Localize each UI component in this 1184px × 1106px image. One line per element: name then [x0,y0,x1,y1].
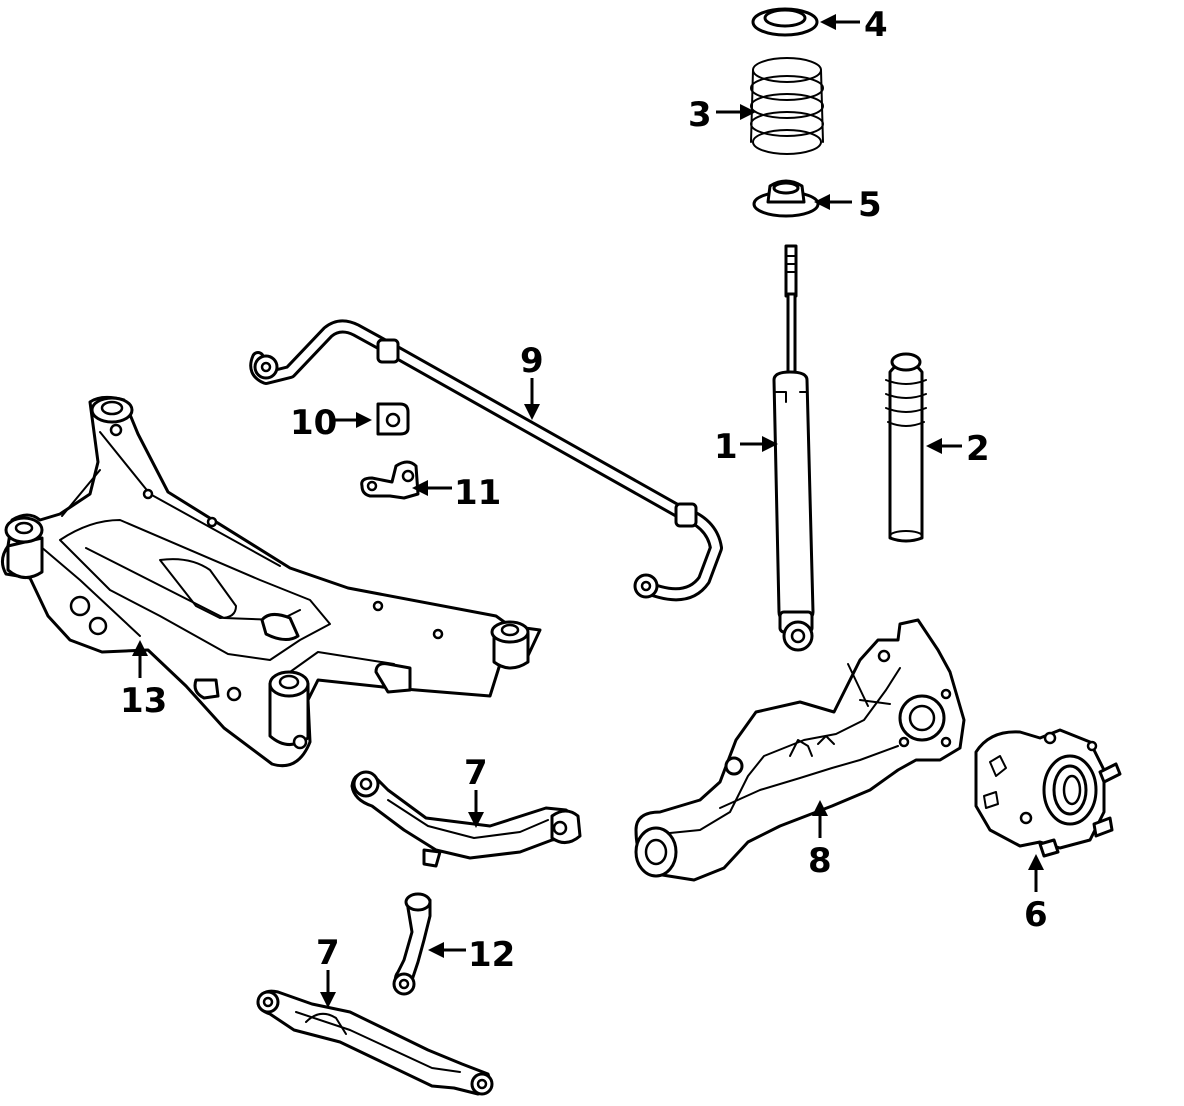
callout-label-10: 10 [290,403,337,443]
part-4-upper-spring-seat [751,7,819,37]
part-7-lower-control-arm [256,989,494,1096]
callout-9: 9 [520,341,544,420]
part-13-crossmember [1,395,542,768]
part-2-dust-boot [885,352,927,543]
part-6-hub-bearing [974,728,1122,858]
callout-label-5: 5 [858,185,882,225]
callout-11: 11 [412,473,501,513]
callout-1: 1 [714,427,778,467]
callout-5: 5 [814,185,882,225]
callout-label-13: 13 [120,681,167,721]
callout-6: 6 [1024,854,1048,935]
callout-8: 8 [808,800,832,881]
part-5-lower-spring-seat [752,179,820,218]
part-12-stabilizer-link [392,892,432,996]
callout-2: 2 [926,429,990,469]
part-1-shock-absorber [772,244,815,652]
callout-label-2: 2 [966,429,990,469]
callout-label-7a: 7 [464,753,488,793]
callout-label-11: 11 [454,473,501,513]
part-3-coil-spring [750,57,824,155]
part-10-stabilizer-bushing [376,402,410,436]
callout-label-6: 6 [1024,895,1048,935]
part-7-upper-lateral-arm [350,770,582,868]
part-9-stabilizer-bar [249,319,723,602]
callout-label-7b: 7 [316,933,340,973]
callout-12: 12 [428,935,515,975]
callout-7-upper: 7 [464,753,488,828]
callout-3: 3 [688,95,756,135]
callout-label-8: 8 [808,841,832,881]
callout-label-1: 1 [714,427,738,467]
callout-4: 4 [820,5,888,45]
callout-label-3: 3 [688,95,712,135]
callout-7-lower: 7 [316,933,340,1008]
callout-13: 13 [120,640,167,721]
callout-label-4: 4 [864,5,888,45]
part-8-trailing-arm [634,618,966,882]
callout-label-12: 12 [468,935,515,975]
callout-10: 10 [290,403,372,443]
part-11-bushing-bracket [360,460,420,500]
callout-label-9: 9 [520,341,544,381]
